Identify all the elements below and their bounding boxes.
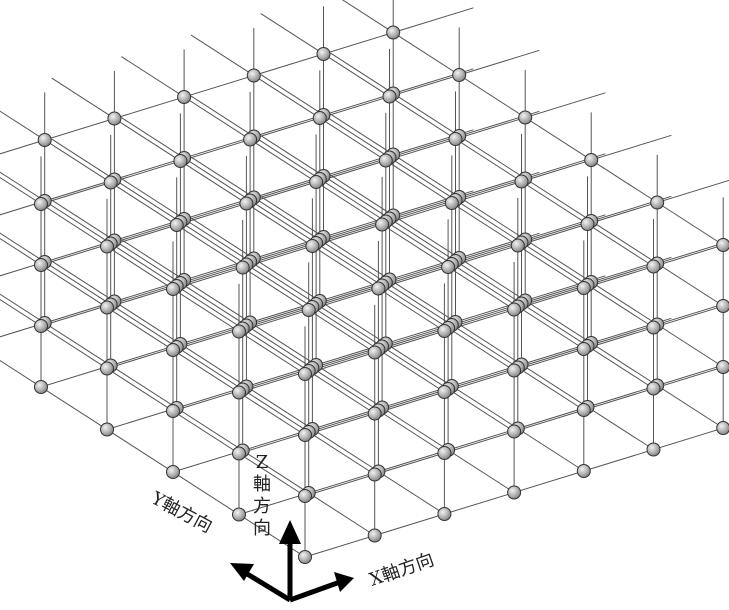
lattice-node <box>166 343 180 357</box>
lattice-node <box>375 217 390 232</box>
lattice-node <box>514 174 529 189</box>
lattice-node <box>576 281 591 295</box>
lattice-node <box>100 300 114 315</box>
x-axis-arrow <box>289 579 341 603</box>
x-grid-line <box>0 7 474 155</box>
z-axis-label: Z 軸 方 向 <box>252 452 272 540</box>
y-grid-line <box>0 176 306 375</box>
lattice-node <box>444 196 459 210</box>
lattice-node <box>173 154 188 168</box>
lattice-node <box>716 360 729 374</box>
y-grid-line <box>0 237 306 436</box>
lattice-node <box>100 361 114 376</box>
lattice-node <box>367 467 382 482</box>
lattice-node <box>646 259 661 274</box>
lattice-node <box>452 68 467 82</box>
lattice-node <box>584 153 599 167</box>
lattice-node <box>103 175 118 190</box>
lattice-node <box>716 299 729 313</box>
lattice-node <box>243 132 258 147</box>
lattice-node <box>441 260 456 274</box>
lattice-node <box>580 217 595 231</box>
lattice-node <box>437 446 452 460</box>
lattice-node <box>107 111 122 126</box>
lattice-node <box>437 385 452 399</box>
lattice-node <box>301 303 316 317</box>
lattice-node <box>316 47 331 61</box>
lattice-node <box>448 132 463 146</box>
y-axis-arrow <box>242 569 292 603</box>
lattice-node <box>37 133 52 147</box>
lattice-node <box>34 380 48 394</box>
lattice-node <box>367 406 382 421</box>
z-axis-label-char: 向 <box>253 518 271 539</box>
lattice-node <box>507 302 522 317</box>
lattice-node <box>312 111 327 125</box>
lattice-node <box>232 385 246 400</box>
lattice-node <box>716 421 729 435</box>
lattice-node <box>371 281 386 296</box>
lattice-lines <box>0 0 729 558</box>
lattice-node <box>169 218 184 232</box>
x-axis-label: X軸方向 <box>367 549 437 591</box>
lattice-node <box>235 260 250 275</box>
lattice-node <box>232 324 246 339</box>
lattice-node <box>518 110 533 125</box>
lattice-node <box>166 282 180 296</box>
lattice-node <box>367 345 382 360</box>
x-axis-arrowhead <box>334 572 354 592</box>
z-axis-label-char: 軸 <box>253 474 271 495</box>
lattice-node <box>386 25 401 40</box>
y-grid-line <box>0 293 375 536</box>
lattice-node <box>246 68 261 83</box>
lattice-node <box>34 258 48 272</box>
lattice-node <box>507 485 522 500</box>
axis-arrows <box>230 520 354 603</box>
lattice-node <box>298 489 312 503</box>
lattice-node <box>576 342 591 356</box>
lattice-node <box>166 404 180 418</box>
z-axis-label-char: Z <box>255 452 269 473</box>
y-axis-arrowhead <box>230 563 254 581</box>
lattice-node <box>309 175 324 189</box>
z-axis-label-char: 方 <box>253 496 271 517</box>
lattice-node <box>166 465 180 479</box>
lattice-node <box>34 197 48 211</box>
lattice-node <box>646 320 661 335</box>
lattice-node <box>507 424 522 439</box>
lattice-node <box>716 238 729 252</box>
lattice-node <box>650 195 665 210</box>
lattice-node <box>646 381 661 396</box>
lattice-node <box>510 238 525 253</box>
lattice-node <box>298 550 312 564</box>
lattice-node <box>239 196 254 211</box>
lattice-node <box>367 528 382 543</box>
lattice-node <box>298 428 312 442</box>
lattice-node <box>507 363 522 378</box>
x-grid-line <box>0 68 474 216</box>
lattice-node <box>576 403 591 417</box>
lattice-node <box>437 507 452 521</box>
lattice-node <box>378 153 393 168</box>
lattice-node <box>177 90 192 104</box>
lattice-node <box>232 507 246 522</box>
lattice-node <box>646 442 661 457</box>
lattice-node <box>382 89 397 104</box>
lattice-node <box>305 239 320 253</box>
lattice-node <box>232 446 246 461</box>
lattice-node <box>576 464 591 478</box>
lattice-node <box>437 324 452 338</box>
z-axis-arrowhead <box>279 520 301 544</box>
lattice-node <box>100 239 114 254</box>
lattice-node <box>100 422 114 437</box>
y-axis-label: Y軸方向 <box>147 487 216 537</box>
lattice-nodes <box>34 25 729 564</box>
lattice-node <box>34 319 48 333</box>
lattice-node <box>298 367 312 381</box>
